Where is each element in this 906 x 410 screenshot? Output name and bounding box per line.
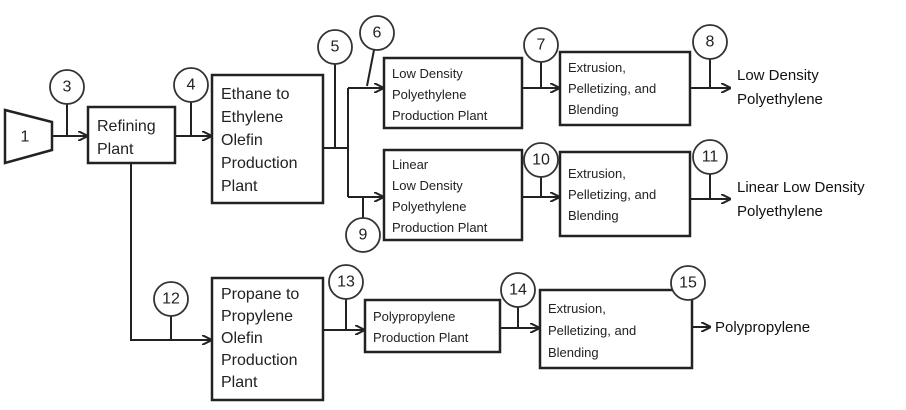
svg-text:5: 5 (331, 39, 340, 56)
svg-text:Propylene: Propylene (221, 308, 293, 325)
svg-text:Low Density: Low Density (392, 178, 463, 193)
stream-marker: 4 (173, 67, 209, 103)
arrow-refining-propane (130, 163, 211, 340)
svg-text:6: 6 (373, 25, 382, 42)
svg-text:Pelletizing, and: Pelletizing, and (568, 81, 656, 96)
stream-marker: 7 (523, 27, 559, 63)
stream-marker: 15 (670, 265, 706, 301)
svg-text:Ethane to: Ethane to (221, 86, 290, 103)
svg-text:Ethylene: Ethylene (221, 109, 283, 126)
svg-text:13: 13 (337, 274, 355, 291)
svg-text:Low Density: Low Density (392, 66, 463, 81)
svg-text:14: 14 (509, 282, 527, 299)
svg-text:Olefin: Olefin (221, 330, 263, 347)
svg-text:Production Plant: Production Plant (392, 108, 488, 123)
box-ext2: Extrusion, Pelletizing, and Blending (558, 150, 692, 238)
output-pp: Polypropylene (715, 319, 810, 336)
svg-text:Plant: Plant (97, 141, 134, 158)
svg-text:Plant: Plant (221, 374, 258, 391)
svg-text:8: 8 (706, 34, 715, 51)
svg-text:11: 11 (702, 149, 719, 166)
box-refining-plant: Refining Plant (86, 105, 177, 165)
svg-text:Blending: Blending (568, 102, 619, 117)
svg-text:Blending: Blending (568, 208, 619, 223)
svg-text:Olefin: Olefin (221, 132, 263, 149)
stream-marker: 11 (692, 139, 728, 175)
svg-text:Production: Production (221, 155, 298, 172)
stream-marker: 8 (692, 24, 728, 60)
svg-text:Blending: Blending (548, 345, 599, 360)
svg-text:Production Plant: Production Plant (373, 330, 469, 345)
stream-marker: 10 (523, 142, 559, 178)
svg-text:7: 7 (537, 37, 546, 54)
stream-marker: 14 (500, 272, 536, 308)
svg-text:Pelletizing, and: Pelletizing, and (548, 323, 636, 338)
stream-marker: 9 (345, 217, 381, 253)
stream-number: 1 (21, 129, 30, 146)
svg-text:Polyethylene: Polyethylene (392, 199, 466, 214)
box-ext1: Extrusion, Pelletizing, and Blending (558, 50, 692, 127)
flow-lines (52, 49, 730, 340)
output-ldpe-line2: Polyethylene (737, 91, 823, 108)
svg-text:Linear: Linear (392, 157, 429, 172)
box-propane-plant: Propane to Propylene Olefin Production P… (210, 276, 325, 402)
svg-text:12: 12 (162, 291, 180, 308)
svg-text:15: 15 (679, 275, 697, 292)
svg-text:4: 4 (187, 77, 196, 94)
stream-marker: 12 (153, 281, 189, 317)
svg-text:Polypropylene: Polypropylene (373, 309, 455, 324)
svg-text:Extrusion,: Extrusion, (568, 166, 626, 181)
box-ext3: Extrusion, Pelletizing, and Blending (538, 288, 694, 370)
svg-text:9: 9 (359, 227, 368, 244)
box-pp-plant: Polypropylene Production Plant (363, 298, 502, 354)
svg-text:Extrusion,: Extrusion, (568, 60, 626, 75)
output-lldpe: Linear Low Density (737, 179, 865, 196)
svg-text:Extrusion,: Extrusion, (548, 301, 606, 316)
output-lldpe-line2: Polyethylene (737, 203, 823, 220)
svg-text:10: 10 (532, 152, 550, 169)
source-unit (3, 108, 54, 165)
svg-text:Plant: Plant (221, 178, 258, 195)
svg-text:3: 3 (63, 79, 72, 96)
svg-text:Refining: Refining (97, 118, 156, 135)
box-ethane-plant: Ethane to Ethylene Olefin Production Pla… (210, 73, 325, 205)
stream-marker: 5 (317, 29, 353, 65)
svg-text:Polyethylene: Polyethylene (392, 87, 466, 102)
output-ldpe: Low Density (737, 67, 819, 84)
svg-text:Production Plant: Production Plant (392, 220, 488, 235)
svg-text:Production: Production (221, 352, 298, 369)
stream-marker: 3 (49, 69, 85, 105)
box-lldpe-plant: Linear Low Density Polyethylene Producti… (382, 148, 524, 242)
stream-marker: 6 (359, 15, 395, 51)
box-ldpe-plant: Low Density Polyethylene Production Plan… (382, 56, 524, 130)
stream-marker: 13 (328, 264, 364, 300)
svg-text:Pelletizing, and: Pelletizing, and (568, 187, 656, 202)
stream-markers: 3 4 5 6 7 8 9 10 11 12 13 14 15 (49, 15, 728, 317)
svg-text:Propane to: Propane to (221, 286, 299, 303)
